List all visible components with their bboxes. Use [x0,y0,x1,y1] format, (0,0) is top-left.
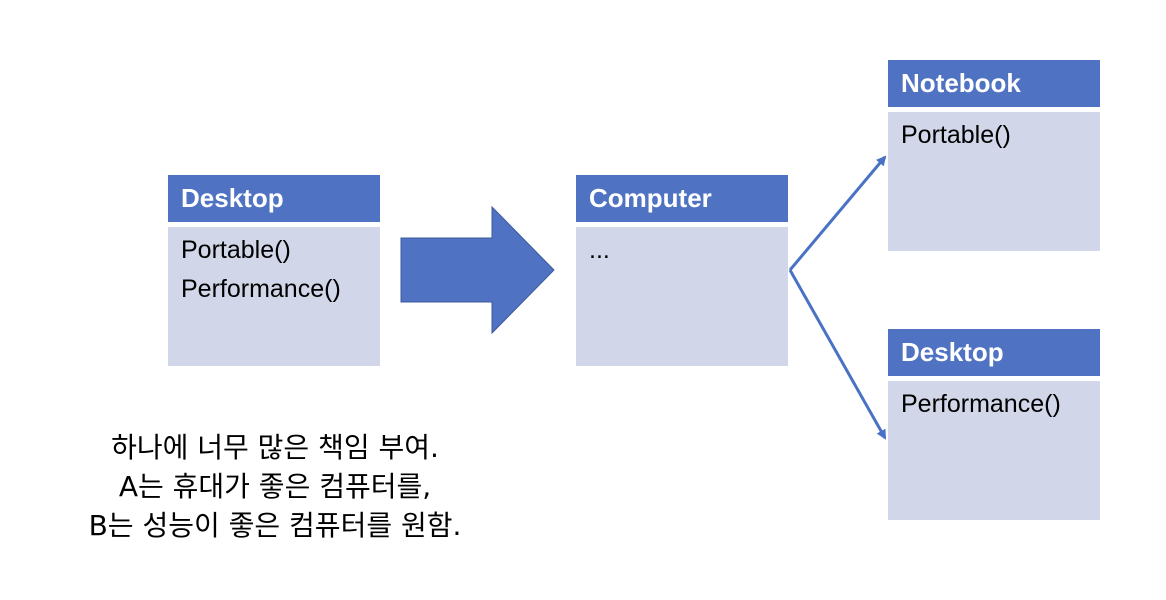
caption-text: 하나에 너무 많은 책임 부여. A는 휴대가 좋은 컴퓨터를, B는 성능이 … [40,428,510,545]
connector-to-notebook [788,155,887,271]
block-arrow [400,205,555,335]
computer-class-box: Computer ... [576,175,788,366]
desktop-class-title: Desktop [168,175,380,222]
method-ellipsis: ... [589,236,610,264]
method-portable: Portable() [901,121,1011,149]
caption-line-1: 하나에 너무 많은 책임 부여. [111,431,439,464]
caption-line-3: B는 성능이 좋은 컴퓨터를 원함. [88,509,462,542]
connector-to-desktop [788,269,887,440]
method-performance: Performance() [181,275,341,303]
notebook-class-body: Portable() [888,112,1100,251]
method-portable: Portable() [181,236,291,264]
notebook-class-title: Notebook [888,60,1100,107]
desktop-class-box: Desktop Portable() Performance() [168,175,380,366]
desktop-subclass-title: Desktop [888,329,1100,376]
method-performance: Performance() [901,390,1061,418]
computer-class-body: ... [576,227,788,366]
notebook-class-box: Notebook Portable() [888,60,1100,251]
desktop-subclass-box: Desktop Performance() [888,329,1100,520]
desktop-class-body: Portable() Performance() [168,227,380,366]
caption-line-2: A는 휴대가 좋은 컴퓨터를, [118,470,432,503]
computer-class-title: Computer [576,175,788,222]
desktop-subclass-body: Performance() [888,381,1100,520]
